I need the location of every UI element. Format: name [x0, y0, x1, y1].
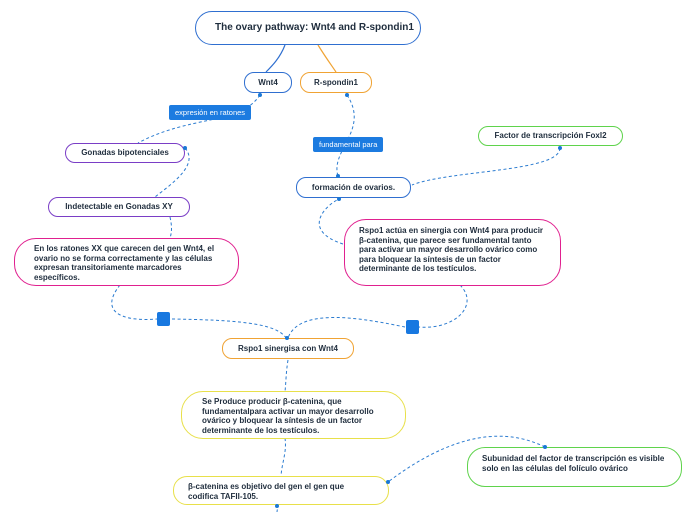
rspondin1-text: R-spondin1	[314, 77, 358, 87]
formacion-text: formación de ovarios.	[311, 182, 396, 192]
catenina-node[interactable]: β-catenina es objetivo del gen el gen qu…	[173, 476, 389, 505]
anchor-dot	[275, 504, 279, 508]
anchor-dot	[336, 174, 340, 178]
wnt4-node[interactable]: Wnt4	[244, 72, 292, 93]
foxl2-node[interactable]: Factor de transcripción Foxl2	[478, 126, 623, 146]
anchor-dot	[345, 93, 349, 97]
anchor-dot	[558, 146, 562, 150]
title-text: The ovary pathway: Wnt4 and R-spondin1	[215, 22, 414, 33]
label-expresion-en-ratones: expresión en ratones	[169, 105, 252, 120]
anchor-dot	[543, 445, 547, 449]
foxl2-to-formacion	[411, 147, 561, 186]
sinergia-text: Rspo1 sinergisa con Wnt4	[237, 343, 339, 353]
produce-text: Se Produce producir β-catenina, que fund…	[202, 397, 374, 435]
indetectable-to-ratones	[169, 216, 172, 239]
indetectable-text: Indetectable en Gonadas XY	[65, 202, 173, 212]
indetectable-node[interactable]: Indetectable en Gonadas XY	[48, 197, 190, 217]
subunidad-node[interactable]: Subunidad del factor de transcripción es…	[467, 447, 682, 487]
sinergia-to-produce	[284, 359, 289, 393]
rspo1actua-to-formacion	[318, 198, 344, 245]
formacion-node[interactable]: formación de ovarios.	[296, 177, 411, 198]
anchor-dot	[386, 480, 390, 484]
label-fundamental-para: fundamental para	[313, 137, 384, 152]
rspo1actua-to-handle-right	[418, 284, 468, 328]
ratones-node[interactable]: En los ratones XX que carecen del gen Wn…	[14, 238, 239, 286]
handle-left-to-sinergia	[171, 318, 288, 341]
gonadas-text: Gonadas bipotenciales	[81, 148, 169, 158]
anchor-dot	[183, 146, 187, 150]
connector-handle-left[interactable]	[157, 312, 170, 326]
ratones-to-handle-left	[111, 284, 158, 320]
wnt4-text: Wnt4	[258, 77, 278, 87]
gonadas-to-indetectable	[154, 147, 190, 198]
produce-node[interactable]: Se Produce producir β-catenina, que fund…	[181, 391, 406, 439]
title-node[interactable]: The ovary pathway: Wnt4 and R-spondin1	[195, 11, 421, 45]
handle-right-to-sinergia	[287, 317, 406, 339]
anchor-dot	[258, 93, 262, 97]
produce-to-catenina	[280, 437, 286, 477]
sinergia-node[interactable]: Rspo1 sinergisa con Wnt4	[222, 338, 354, 359]
ratones-text: En los ratones XX que carecen del gen Wn…	[34, 244, 215, 282]
rspondin1-to-formacion	[336, 94, 355, 177]
rspo1-actua-text: Rspo1 actúa en sinergia con Wnt4 para pr…	[359, 226, 544, 274]
subunidad-text: Subunidad del factor de transcripción es…	[482, 454, 665, 473]
gonadas-node[interactable]: Gonadas bipotenciales	[65, 143, 185, 163]
anchor-dot	[337, 197, 341, 201]
trunk-to-rspondin1	[317, 44, 337, 73]
rspondin1-node[interactable]: R-spondin1	[300, 72, 372, 93]
rspo1-actua-node[interactable]: Rspo1 actúa en sinergia con Wnt4 para pr…	[344, 219, 561, 286]
foxl2-text: Factor de transcripción Foxl2	[494, 131, 607, 141]
catenina-text: β-catenina es objetivo del gen el gen qu…	[188, 482, 345, 501]
connector-handle-right[interactable]	[406, 320, 419, 334]
trunk-to-wnt4	[265, 44, 286, 73]
anchor-dot	[285, 336, 289, 340]
